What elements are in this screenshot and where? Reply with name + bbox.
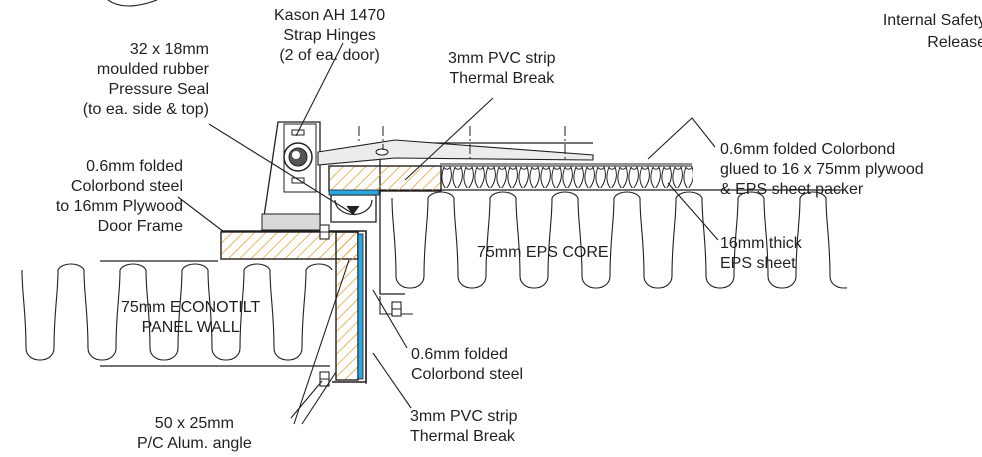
insulation-lobe: [21, 269, 59, 361]
eps-sheet-wave: [584, 165, 595, 188]
door-eps-core: [379, 189, 847, 295]
door-plywood-packer: [328, 165, 442, 192]
eps-sheet-wave: [441, 165, 452, 188]
insulation-lobe: [639, 197, 677, 289]
insulation-arc: [427, 191, 455, 199]
eps-sheet-wave: [672, 165, 683, 188]
eps-sheet-wave: [650, 165, 661, 188]
eps-sheet-wave: [529, 165, 540, 188]
insulation-lobe: [515, 197, 553, 289]
insulation-arc: [613, 191, 641, 199]
eps-sheet-wave: [463, 165, 474, 188]
eps-sheet: [441, 165, 704, 191]
insulation-arc: [119, 263, 147, 271]
detail-callout-arc: [107, 0, 158, 7]
center-lines: [358, 126, 566, 160]
insulation-arc: [57, 263, 85, 271]
label-eps-core: 75mm EPS CORE: [477, 244, 609, 261]
insulation-lobe: [825, 197, 847, 289]
insulation-arc: [737, 191, 765, 199]
eps-sheet-wave: [639, 165, 650, 188]
insulation-arc: [489, 191, 517, 199]
insulation-arc: [799, 191, 827, 199]
eps-sheet-wave: [617, 165, 628, 188]
insulation-lobe: [207, 269, 245, 361]
insulation-arc: [675, 191, 703, 199]
pressure-seal: [328, 189, 380, 223]
screws: [319, 224, 402, 387]
eps-sheet-wave: [628, 165, 639, 188]
insulation-arc: [551, 191, 579, 199]
insulation-arc: [181, 263, 209, 271]
eps-sheet-wave: [507, 165, 518, 188]
eps-sheet-wave: [562, 165, 573, 188]
leader-lines: [177, 42, 719, 425]
insulation-lobe: [269, 269, 307, 361]
eps-sheet-wave: [573, 165, 584, 188]
eps-sheet-wave: [683, 165, 693, 188]
eps-sheet-wave: [661, 165, 672, 188]
eps-sheet-wave: [518, 165, 529, 188]
insulation-lobe: [391, 197, 429, 289]
insulation-lobe: [577, 197, 615, 289]
eps-sheet-wave: [551, 165, 562, 188]
eps-sheet-wave: [695, 167, 704, 189]
eps-sheet-wave: [496, 165, 507, 188]
eps-sheet-wave: [474, 165, 485, 188]
eps-sheet-wave: [452, 165, 463, 188]
panel-wall: [21, 260, 333, 367]
insulation-arc: [305, 263, 333, 271]
eps-sheet-wave: [540, 165, 551, 188]
insulation-lobe: [453, 197, 491, 289]
eps-sheet-wave: [595, 165, 606, 188]
insulation-arc: [243, 263, 271, 271]
insulation-lobe: [701, 197, 739, 289]
eps-sheet-wave: [485, 165, 496, 188]
insulation-lobe: [83, 269, 121, 361]
insulation-lobe: [145, 269, 183, 361]
eps-sheet-wave: [606, 165, 617, 188]
insulation-lobe: [763, 197, 801, 289]
door-frame: [220, 230, 367, 384]
